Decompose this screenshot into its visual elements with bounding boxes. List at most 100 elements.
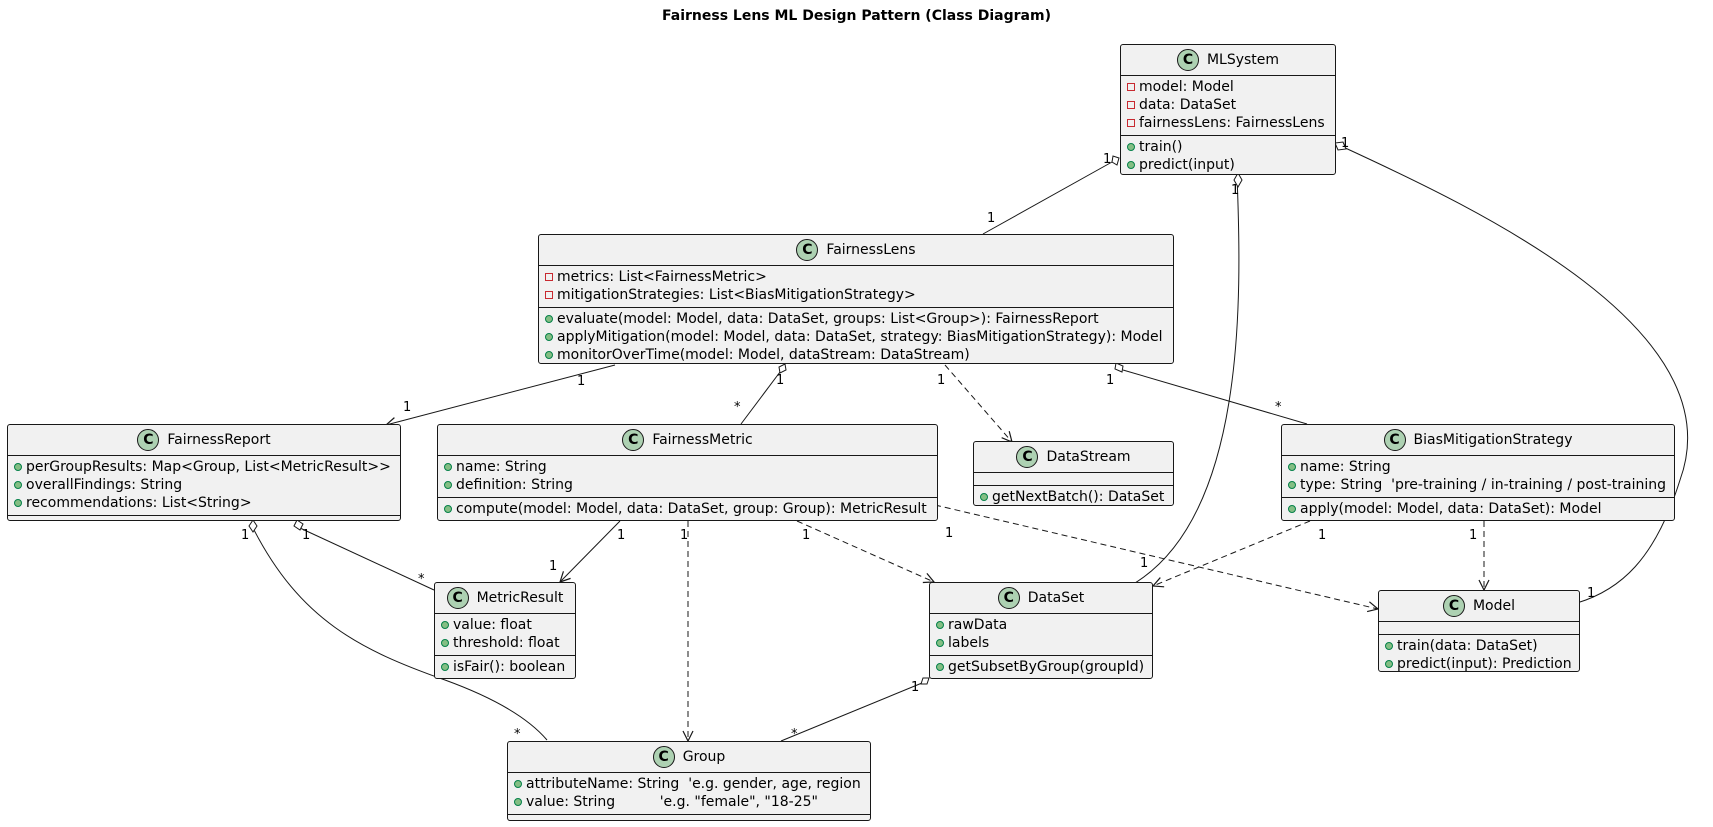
class-icon: C	[137, 429, 160, 451]
mult-fairnessmetric-to-metricresult-target: 1	[549, 559, 558, 574]
class-icon: C	[652, 746, 675, 768]
attribute-row: fairnessLens: FairnessLens	[1127, 114, 1329, 132]
mult-mlsystem-to-dataset-target: 1	[1140, 556, 1149, 571]
method-text: isFair(): boolean	[453, 659, 566, 675]
edge-mlsystem-dataset	[1129, 171, 1243, 587]
public-visibility-icon	[1127, 156, 1139, 174]
attribute-text: model: Model	[1139, 79, 1234, 95]
public-visibility-icon	[441, 616, 453, 634]
edge-biasmitigationstrategy-dataset	[1153, 520, 1311, 586]
public-visibility-icon	[1288, 476, 1300, 494]
method-text: predict(input)	[1139, 157, 1235, 173]
mult-fairnessreport-to-metricresult-target: *	[418, 572, 425, 587]
class-name: MLSystem	[1206, 52, 1280, 68]
mult-fairnesslens-to-datastream-source: 1	[937, 373, 946, 388]
mult-fairnessreport-to-metricresult-source: 1	[302, 528, 311, 543]
class-icon: C	[796, 239, 819, 261]
methods-compartment: evaluate(model: Model, data: DataSet, gr…	[539, 307, 1173, 367]
mult-fairnessreport-to-group-target: *	[514, 727, 521, 742]
attribute-row: name: String	[1288, 458, 1668, 476]
public-visibility-icon	[441, 634, 453, 652]
methods-compartment	[508, 814, 870, 827]
public-visibility-icon	[936, 658, 948, 676]
public-visibility-icon	[936, 634, 948, 652]
public-visibility-icon	[441, 658, 453, 676]
mult-fairnesslens-to-fairnessreport-source: 1	[577, 374, 586, 389]
mult-dataset-to-group-target: *	[791, 727, 798, 742]
method-text: train()	[1139, 139, 1183, 155]
class-icon: C	[997, 587, 1020, 609]
attribute-row: name: String	[444, 458, 931, 476]
class-icon: C	[1176, 49, 1199, 71]
method-row: train(data: DataSet)	[1385, 637, 1573, 655]
public-visibility-icon	[514, 775, 526, 793]
method-text: apply(model: Model, data: DataSet): Mode…	[1300, 501, 1602, 517]
mult-dataset-to-group-source: 1	[911, 680, 920, 695]
mult-fairnesslens-to-fairnessmetric-source: 1	[776, 373, 785, 388]
methods-compartment: isFair(): boolean	[435, 655, 575, 679]
mult-fairnessmetric-to-metricresult-source: 1	[617, 528, 626, 543]
mult-fairnesslens-to-biasmitigationstrategy-source: 1	[1106, 373, 1115, 388]
class-icon: C	[1016, 446, 1039, 468]
public-visibility-icon	[545, 346, 557, 364]
attribute-row: data: DataSet	[1127, 96, 1329, 114]
methods-compartment: getNextBatch(): DataSet	[974, 485, 1173, 509]
attribute-row: value: float	[441, 616, 569, 634]
attribute-text: fairnessLens: FairnessLens	[1139, 115, 1325, 131]
diagram-title: Fairness Lens ML Design Pattern (Class D…	[662, 8, 1051, 24]
class-header: C MLSystem	[1121, 45, 1335, 75]
mult-biasmitigationstrategy-to-dataset-source: 1	[1318, 528, 1327, 543]
methods-compartment: train(data: DataSet)predict(input): Pred…	[1379, 634, 1579, 676]
private-visibility-icon	[1127, 114, 1139, 132]
method-row: applyMitigation(model: Model, data: Data…	[545, 328, 1167, 346]
method-text: predict(input): Prediction	[1397, 656, 1572, 672]
method-row: train()	[1127, 138, 1329, 156]
attributes-compartment	[974, 472, 1173, 485]
method-row: compute(model: Model, data: DataSet, gro…	[444, 500, 931, 518]
attribute-row: perGroupResults: Map<Group, List<MetricR…	[14, 458, 394, 476]
mult-mlsystem-to-dataset-source: 1	[1231, 183, 1240, 198]
edge-fairnessreport-metricresult	[293, 519, 435, 591]
private-visibility-icon	[1127, 96, 1139, 114]
attributes-compartment: perGroupResults: Map<Group, List<MetricR…	[8, 455, 400, 515]
attribute-row: overallFindings: String	[14, 476, 394, 494]
public-visibility-icon	[1385, 655, 1397, 673]
public-visibility-icon	[14, 476, 26, 494]
private-visibility-icon	[1127, 78, 1139, 96]
public-visibility-icon	[1127, 138, 1139, 156]
attribute-text: name: String	[456, 459, 547, 475]
attribute-row: threshold: float	[441, 634, 569, 652]
aggregation-diamond	[1334, 141, 1347, 151]
class-name: Group	[682, 749, 726, 765]
edge-fairnessmetric-metricresult	[560, 520, 621, 582]
attribute-row: type: String 'pre-training / in-training…	[1288, 476, 1668, 494]
mult-fairnessmetric-to-model-source: 1	[945, 526, 954, 541]
edge-fairnesslens-datastream	[944, 364, 1012, 442]
method-row: evaluate(model: Model, data: DataSet, gr…	[545, 310, 1167, 328]
attribute-text: mitigationStrategies: List<BiasMitigatio…	[557, 287, 916, 303]
edge-fairnesslens-fairnessmetric	[740, 363, 787, 425]
public-visibility-icon	[1385, 637, 1397, 655]
public-visibility-icon	[444, 476, 456, 494]
edge-mlsystem-fairnesslens	[982, 155, 1120, 235]
mult-biasmitigationstrategy-to-model-source: 1	[1469, 528, 1478, 543]
edge-fairnesslens-fairnessreport	[386, 364, 616, 425]
